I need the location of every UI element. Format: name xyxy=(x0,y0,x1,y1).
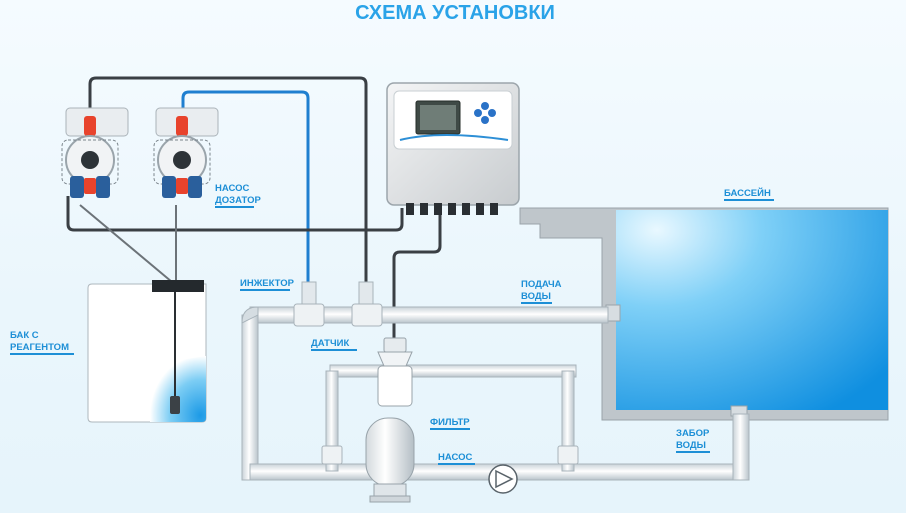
svg-text:ДАТЧИК: ДАТЧИК xyxy=(311,338,349,349)
svg-text:ПОДАЧА: ПОДАЧА xyxy=(521,279,562,290)
svg-text:НАСОС: НАСОС xyxy=(215,183,249,194)
label-filter: ФИЛЬТР xyxy=(430,417,470,430)
pool xyxy=(519,207,889,421)
filter-tank xyxy=(365,417,415,503)
label-pool: БАССЕЙН xyxy=(724,187,774,201)
label-pump-dosing: НАСОС ДОЗАТОР xyxy=(215,183,261,208)
dosing-pump-1 xyxy=(61,107,129,198)
svg-text:ЗАБОР: ЗАБОР xyxy=(676,428,710,439)
label-tank: БАК С РЕАГЕНТОМ xyxy=(10,330,74,355)
svg-text:БАК С: БАК С xyxy=(10,330,39,341)
controller-unit xyxy=(386,82,520,215)
label-injector: ИНЖЕКТОР xyxy=(240,278,295,291)
svg-text:БАССЕЙН: БАССЕЙН xyxy=(724,187,771,199)
svg-text:ВОДЫ: ВОДЫ xyxy=(521,291,551,302)
reagent-tank xyxy=(87,280,207,423)
label-water-supply: ПОДАЧА ВОДЫ xyxy=(521,279,562,304)
svg-text:ДОЗАТОР: ДОЗАТОР xyxy=(215,195,261,206)
svg-text:НАСОС: НАСОС xyxy=(438,452,472,463)
svg-text:РЕАГЕНТОМ: РЕАГЕНТОМ xyxy=(10,342,69,353)
page-title: СХЕМА УСТАНОВКИ xyxy=(355,2,555,24)
circulation-pump xyxy=(488,464,518,494)
label-sensor: ДАТЧИК xyxy=(311,338,357,351)
label-water-intake: ЗАБОР ВОДЫ xyxy=(676,428,710,453)
dosing-pump-2 xyxy=(153,107,219,198)
control-cables xyxy=(66,76,442,345)
controller-keypad-icon xyxy=(474,102,496,124)
sensor xyxy=(377,337,413,407)
svg-text:ФИЛЬТР: ФИЛЬТР xyxy=(430,417,470,428)
label-pump: НАСОС xyxy=(438,452,475,465)
svg-text:ИНЖЕКТОР: ИНЖЕКТОР xyxy=(240,278,295,289)
svg-text:ВОДЫ: ВОДЫ xyxy=(676,440,706,451)
